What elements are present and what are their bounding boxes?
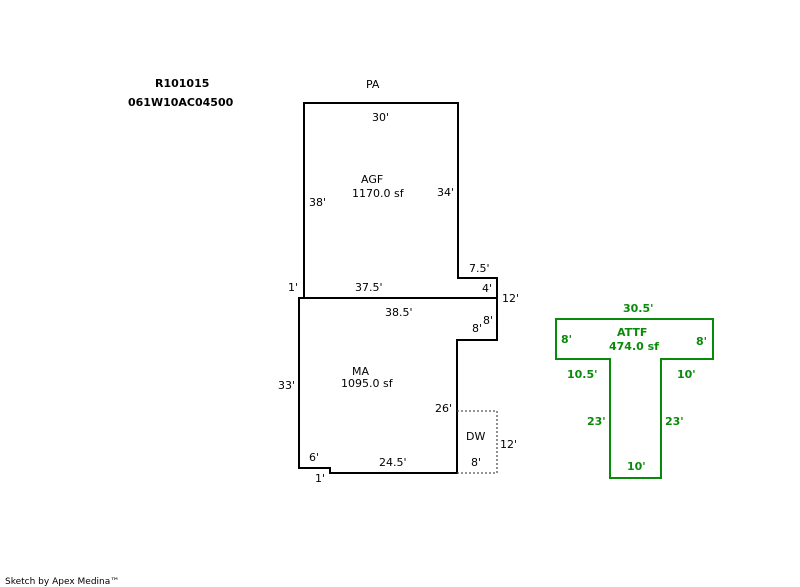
agf-area: 1170.0 sf [352, 187, 405, 200]
dim-ma-step-a: 8' [483, 314, 493, 327]
dim-ma-right-upper: 12' [502, 292, 519, 305]
dim-attf-left: 8' [561, 333, 572, 346]
dim-agf-top: 30' [372, 111, 389, 124]
dim-attf-bottom: 10' [627, 460, 646, 473]
dim-ma-top: 38.5' [385, 306, 413, 319]
dim-ma-left: 33' [278, 379, 295, 392]
sketch-credit: Sketch by Apex Medina™ [5, 577, 119, 587]
dim-attf-stem-left: 23' [587, 415, 606, 428]
dim-dw-height: 12' [500, 438, 517, 451]
dim-agf-right: 34' [437, 186, 454, 199]
dw-code: DW [466, 430, 485, 443]
attf-code: ATTF [617, 326, 647, 339]
dw-outline [457, 410, 498, 474]
dim-attf-stem-right: 23' [665, 415, 684, 428]
attf-outline [555, 318, 714, 479]
attf-area: 474.0 sf [609, 340, 659, 353]
dim-agf-notch-height: 4' [482, 282, 492, 295]
dim-agf-left: 38' [309, 196, 326, 209]
ma-code: MA [352, 365, 369, 378]
dim-ma-step-b: 8' [472, 322, 482, 335]
dim-attf-right: 8' [696, 335, 707, 348]
ma-outline [298, 297, 498, 474]
dim-dw-width: 8' [471, 456, 481, 469]
pa-label: PA [366, 78, 380, 91]
agf-code: AGF [361, 173, 383, 186]
dim-attf-right-step: 10' [677, 368, 696, 381]
ma-area: 1095.0 sf [341, 377, 394, 390]
dim-ma-right-lower: 26' [435, 402, 452, 415]
agf-outline [303, 102, 498, 298]
dim-agf-notch-width: 7.5' [469, 262, 490, 275]
dim-attf-top: 30.5' [623, 302, 654, 315]
dim-ma-bottom-left: 6' [309, 451, 319, 464]
dim-agf-bottom: 37.5' [355, 281, 383, 294]
dim-ma-bottom-jog: 1' [315, 472, 325, 485]
map-number: 061W10AC04500 [128, 96, 234, 109]
parcel-id: R101015 [155, 77, 209, 90]
dim-attf-left-step: 10.5' [567, 368, 598, 381]
dim-ma-bottom: 24.5' [379, 456, 407, 469]
dim-agf-offset: 1' [288, 281, 298, 294]
